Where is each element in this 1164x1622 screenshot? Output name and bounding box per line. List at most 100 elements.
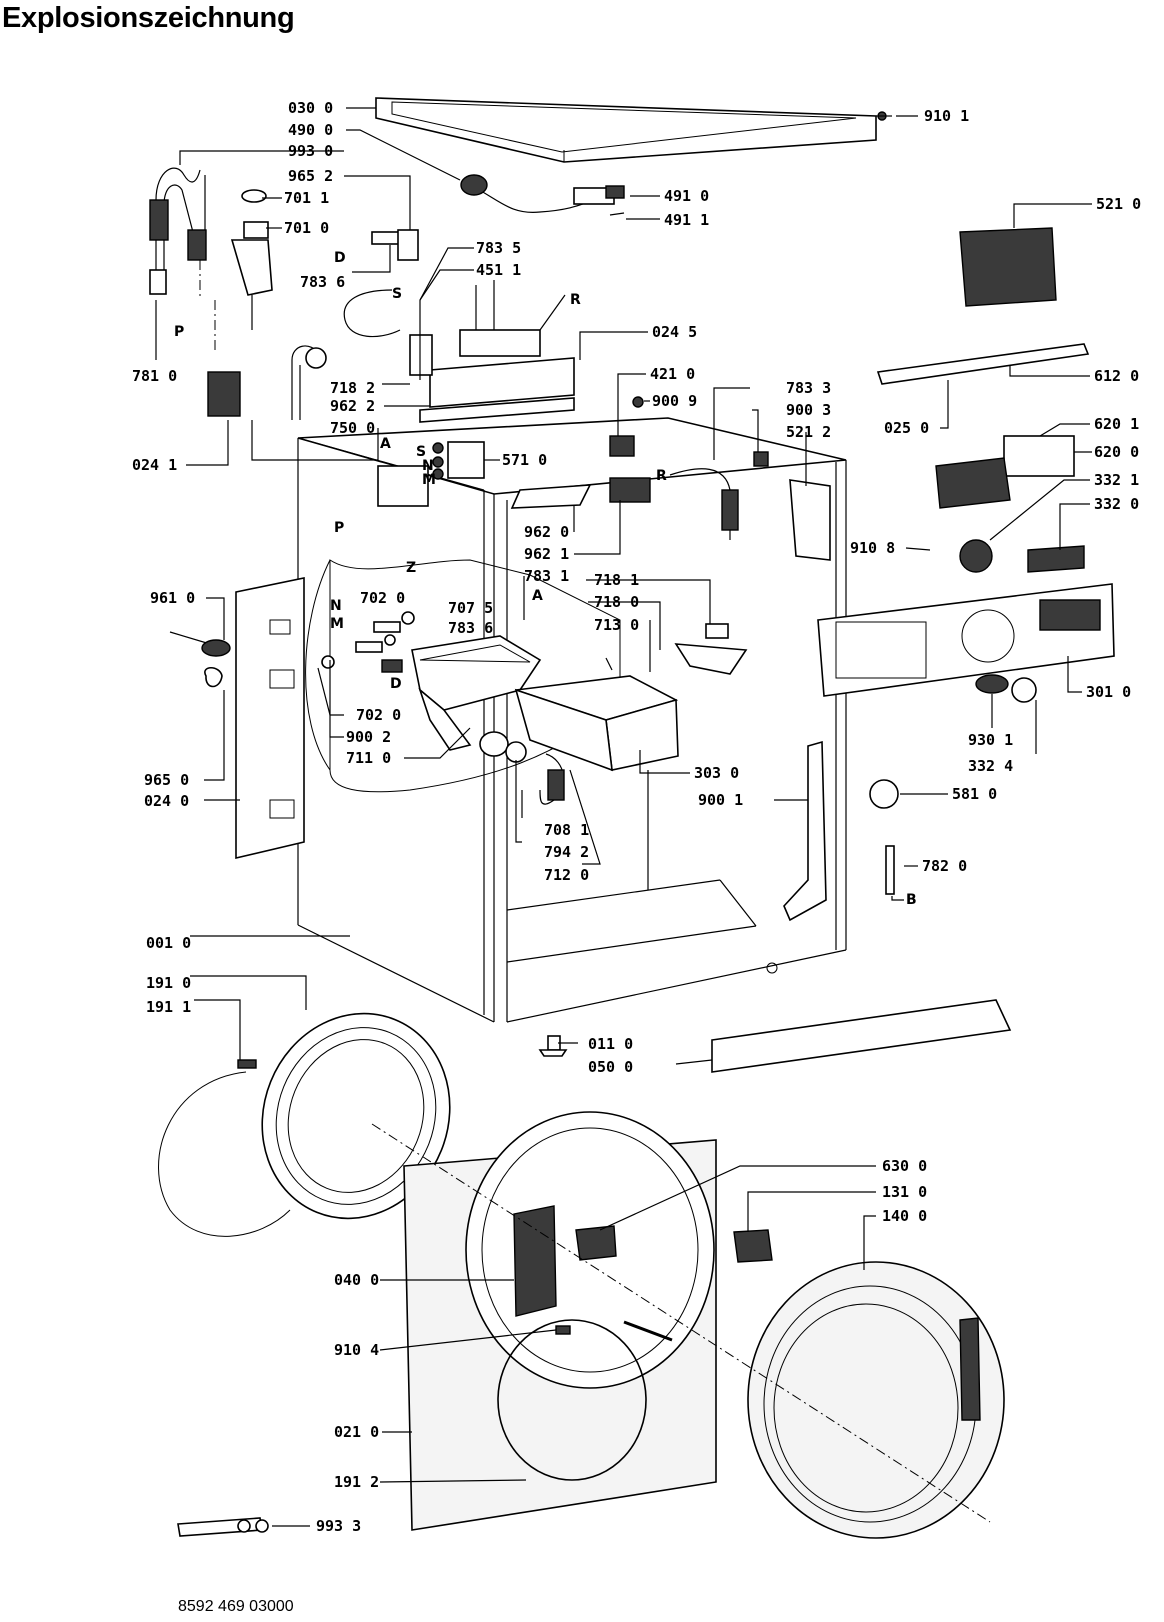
label-620-1: 620 1 xyxy=(1094,415,1139,433)
label-781-0: 781 0 xyxy=(132,367,177,385)
label-910-4: 910 4 xyxy=(334,1341,379,1359)
label-794-2: 794 2 xyxy=(544,843,589,861)
drain-hose-783-3 xyxy=(669,468,731,540)
marker-n: N xyxy=(422,458,434,474)
label-718-2: 718 2 xyxy=(330,379,375,397)
front-panel-021-0 xyxy=(403,1111,717,1531)
elbow-hose-750-0 xyxy=(291,345,327,420)
bracket-p xyxy=(377,465,429,507)
label-630-0: 630 0 xyxy=(882,1157,927,1175)
part-783-6-b xyxy=(384,634,396,646)
label-712-0: 712 0 xyxy=(544,866,589,884)
label-191-2: 191 2 xyxy=(334,1473,379,1491)
label-024-5: 024 5 xyxy=(652,323,697,341)
label-040-0: 040 0 xyxy=(334,1271,379,1289)
label-301-0: 301 0 xyxy=(1086,683,1131,701)
label-910-1: 910 1 xyxy=(924,107,969,125)
label-993-3: 993 3 xyxy=(316,1517,361,1535)
label-421-0: 421 0 xyxy=(650,365,695,383)
label-024-0: 024 0 xyxy=(144,792,189,810)
board-620-1 xyxy=(935,457,1011,509)
label-701-1: 701 1 xyxy=(284,189,329,207)
label-030-0: 030 0 xyxy=(288,99,333,117)
label-962-0: 962 0 xyxy=(524,523,569,541)
label-332-1: 332 1 xyxy=(1094,471,1139,489)
label-451-1: 451 1 xyxy=(476,261,521,279)
label-191-0: 191 0 xyxy=(146,974,191,992)
door-140-0 xyxy=(747,1261,1005,1539)
label-521-2: 521 2 xyxy=(786,423,831,441)
document-number: 8592 469 03000 xyxy=(178,1598,294,1615)
drawer-303-0 xyxy=(514,675,679,772)
part-702-0-b xyxy=(355,641,383,653)
part-718-0 xyxy=(674,643,748,675)
part-707-5 xyxy=(401,611,415,625)
marker-r: R xyxy=(570,292,581,308)
tool-993-3 xyxy=(177,1517,269,1537)
marker-b: B xyxy=(906,892,917,908)
pressure-switch-581-0 xyxy=(869,779,899,809)
trim-612-0 xyxy=(876,343,1090,385)
top-cover-030-0 xyxy=(375,97,877,163)
rear-panel-024-0 xyxy=(235,577,305,860)
label-718-1: 718 1 xyxy=(594,571,639,589)
label-782-0: 782 0 xyxy=(922,857,967,875)
ring-900-2 xyxy=(321,655,335,669)
label-900-9: 900 9 xyxy=(652,392,697,410)
label-491-0: 491 0 xyxy=(664,187,709,205)
part-900-3 xyxy=(753,451,769,467)
label-612-0: 612 0 xyxy=(1094,367,1139,385)
bellows-708-1 xyxy=(547,769,565,801)
label-965-2: 965 2 xyxy=(288,167,333,185)
label-713-0: 713 0 xyxy=(594,616,639,634)
screw-910-4 xyxy=(555,1325,571,1335)
hinge-040-0 xyxy=(513,1205,557,1317)
label-021-0: 021 0 xyxy=(334,1423,379,1441)
label-783-6: 783 6 xyxy=(300,273,345,291)
label-965-0: 965 0 xyxy=(144,771,189,789)
label-191-1: 191 1 xyxy=(146,998,191,1016)
part-718-1 xyxy=(705,623,729,639)
foot-011-0 xyxy=(538,1035,568,1057)
inlet-hose-993-0 xyxy=(149,167,216,350)
knob-332-0 xyxy=(1027,545,1085,573)
label-900-2: 900 2 xyxy=(346,728,391,746)
spring-band xyxy=(623,1320,673,1342)
label-131-0: 131 0 xyxy=(882,1183,927,1201)
screw-900-9 xyxy=(632,396,644,408)
control-board-521-2 xyxy=(789,479,831,561)
label-001-0: 001 0 xyxy=(146,934,191,952)
label-707-5: 707 5 xyxy=(448,599,493,617)
label-962-1: 962 1 xyxy=(524,545,569,563)
part-962-1 xyxy=(609,477,651,503)
axis-line xyxy=(371,1123,991,1523)
ring-332-4 xyxy=(1011,677,1037,703)
door-seal-191-0 xyxy=(261,1012,451,1220)
marker-s-2: S xyxy=(416,444,426,460)
label-024-1: 024 1 xyxy=(132,456,177,474)
label-581-0: 581 0 xyxy=(952,785,997,803)
label-521-0: 521 0 xyxy=(1096,195,1141,213)
part-d xyxy=(381,659,403,673)
label-708-1: 708 1 xyxy=(544,821,589,839)
label-332-4: 332 4 xyxy=(968,757,1013,775)
label-491-1: 491 1 xyxy=(664,211,709,229)
part-labels: 030 0 490 0 993 0 965 2 701 1 701 0 783 … xyxy=(132,99,1141,1535)
pin-782-0 xyxy=(885,845,895,895)
marker-m-2: M xyxy=(330,616,344,632)
label-050-0: 050 0 xyxy=(588,1058,633,1076)
marker-d: D xyxy=(334,250,346,266)
knob-332-1 xyxy=(959,539,993,573)
leader-lines xyxy=(155,107,1092,1527)
button-930-1 xyxy=(975,674,1009,694)
heater-assembly-451-1 xyxy=(409,280,575,423)
part-965-2 xyxy=(397,229,419,261)
bracket-024-1 xyxy=(207,371,241,417)
label-303-0: 303 0 xyxy=(694,764,739,782)
label-711-0: 711 0 xyxy=(346,749,391,767)
label-702-0-a: 702 0 xyxy=(360,589,405,607)
spring-191-1 xyxy=(237,1059,257,1069)
hose-bellows xyxy=(721,489,739,531)
fascia-301-0 xyxy=(817,583,1115,697)
